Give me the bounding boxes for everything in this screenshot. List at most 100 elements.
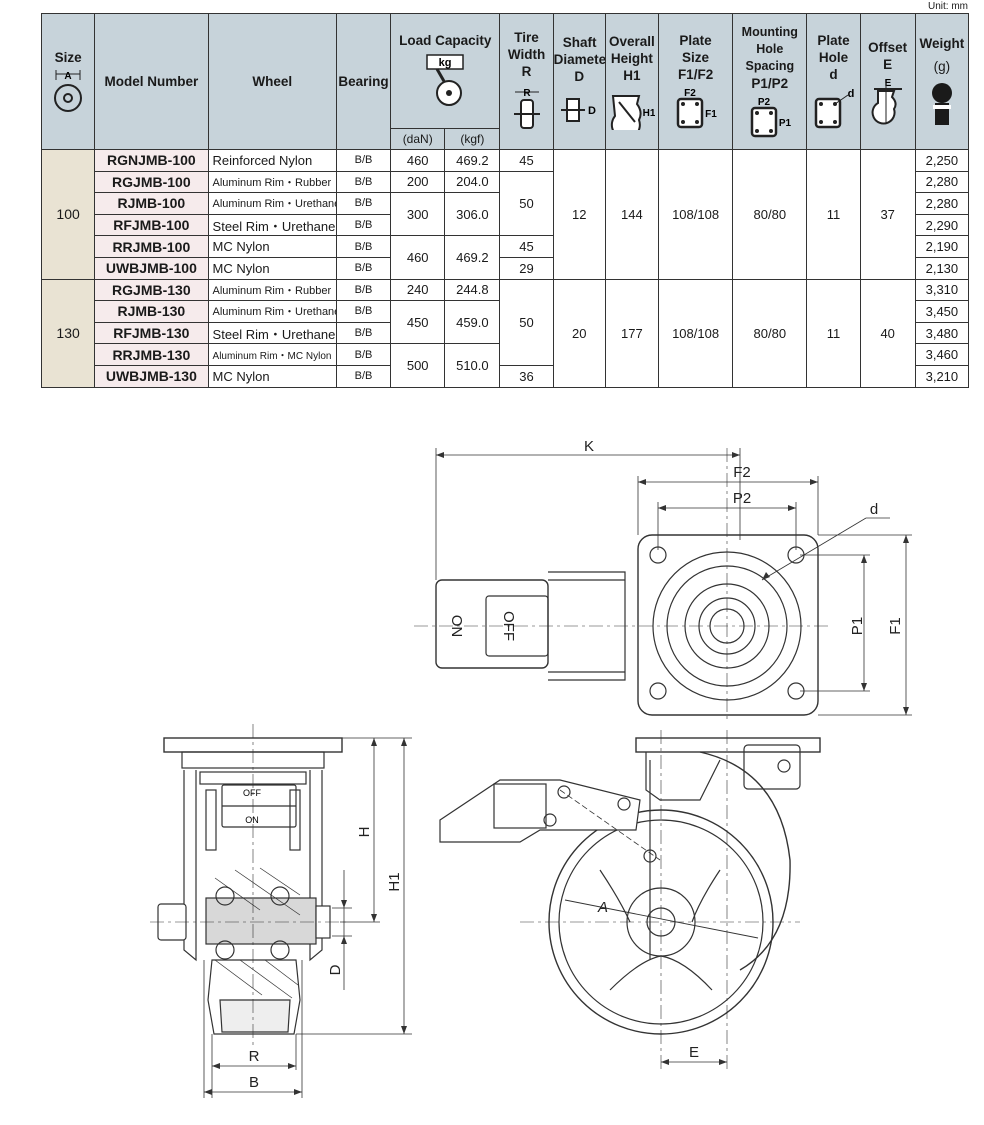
size-cell: 100 <box>40 149 96 280</box>
header-mount: Mounting Hole Spacing P1/P2 P2 P1 <box>732 13 808 150</box>
shaft-icon: D <box>561 98 596 122</box>
load-dan-cell: 460 <box>390 149 446 172</box>
svg-text:P2: P2 <box>758 97 771 108</box>
spec-table: Size A Model Number Wheel Bearing Load C… <box>40 13 970 388</box>
weight-cell: 3,450 <box>914 300 970 323</box>
dim-label-r: R <box>249 1048 260 1065</box>
tire-cell: 50 <box>499 170 554 237</box>
load-icon: kg <box>426 54 465 106</box>
svg-text:P1: P1 <box>779 118 792 129</box>
svg-text:E: E <box>884 78 891 89</box>
bearing-cell: B/B <box>335 343 392 366</box>
plate-icon: F2 F1 <box>676 88 717 129</box>
front-view <box>150 724 412 1098</box>
dim-label-a: A <box>597 899 608 916</box>
model-cell: RJMB-100 <box>94 192 209 215</box>
model-cell: RJMB-130 <box>94 300 209 323</box>
dim-label-h: H <box>356 827 373 838</box>
wheel-cell: Aluminum Rim・Rubber <box>207 170 337 194</box>
dim-label-f2: F2 <box>733 464 751 481</box>
model-cell: RRJMB-100 <box>94 235 209 258</box>
offset-cell: 37 <box>859 149 916 280</box>
header-bearing: Bearing <box>335 13 392 150</box>
load-dan-cell: 450 <box>390 300 446 345</box>
header-height: Overall Height H1 H1 <box>604 13 659 150</box>
load-icon-label: kg <box>439 57 452 69</box>
front-on-label: ON <box>245 815 259 825</box>
header-shaft: Shaft Diameter D D <box>552 13 606 150</box>
table-row: RRJMB-130 Aluminum Rim・MC Nylon B/B 500 … <box>42 343 970 388</box>
load-kgf-cell: 469.2 <box>444 235 501 280</box>
hole-icon: d <box>814 88 854 129</box>
load-dan-cell: 500 <box>390 343 446 388</box>
tire-cell: 45 <box>499 149 554 172</box>
load-dan-cell: 200 <box>390 170 446 194</box>
table-row: UWBJMB-100 MC Nylon B/B 29 2,130 <box>42 256 970 280</box>
svg-text:H1: H1 <box>642 108 654 119</box>
bearing-cell: B/B <box>335 256 392 280</box>
header-load-dan: (daN) <box>390 128 446 150</box>
shaft-cell: 12 <box>552 149 606 280</box>
plate-cell: 108/108 <box>657 149 734 280</box>
size-icon: A <box>54 70 83 112</box>
dim-label-d-hole: d <box>870 501 878 518</box>
header-load-kgf: (kgf) <box>444 128 501 150</box>
mount-cell: 80/80 <box>732 149 808 280</box>
bearing-cell: B/B <box>335 278 392 302</box>
wheel-cell: MC Nylon <box>207 256 337 280</box>
wheel-cell: Steel Rim・Urethane <box>207 213 337 237</box>
model-cell: UWBJMB-130 <box>94 364 209 388</box>
tire-cell: 50 <box>499 278 554 366</box>
header-plate: Plate Size F1/F2 F2 F1 <box>657 13 734 150</box>
header-size: Size A <box>40 13 96 150</box>
header-weight: Weight (g) <box>914 13 970 150</box>
wheel-cell: MC Nylon <box>207 364 337 388</box>
weight-cell: 3,210 <box>914 364 970 388</box>
dim-label-p1: P1 <box>849 617 866 635</box>
load-dan-cell: 240 <box>390 278 446 302</box>
svg-text:F2: F2 <box>684 88 696 99</box>
weight-cell: 2,280 <box>914 192 970 215</box>
tire-icon: R <box>513 88 540 129</box>
top-view <box>414 448 912 722</box>
wheel-cell: Aluminum Rim・MC Nylon <box>207 343 337 366</box>
height-cell: 177 <box>604 278 659 388</box>
dimension-arrows <box>204 452 909 1095</box>
unit-note: Unit: mm <box>928 1 968 12</box>
dim-label-f1: F1 <box>887 617 904 635</box>
front-off-label: OFF <box>243 788 261 798</box>
load-kgf-cell: 459.0 <box>444 300 501 345</box>
dim-label-h1: H1 <box>386 872 403 891</box>
model-cell: RGJMB-130 <box>94 278 209 302</box>
model-cell: UWBJMB-100 <box>94 256 209 280</box>
weight-cell: 3,460 <box>914 343 970 366</box>
weight-cell: 2,130 <box>914 256 970 280</box>
table-row: RFJMB-130 Steel Rim・Urethane B/B 3,480 <box>42 321 970 345</box>
header-tire: Tire Width R R <box>499 13 554 150</box>
mount-cell: 80/80 <box>732 278 808 388</box>
table-row: RRJMB-100 MC Nylon B/B 460 469.2 45 2,19… <box>42 235 970 280</box>
bearing-cell: B/B <box>335 364 392 388</box>
plate-cell: 108/108 <box>657 278 734 388</box>
model-cell: RGNJMB-100 <box>94 149 209 172</box>
bearing-cell: B/B <box>335 300 392 323</box>
weight-cell: 2,190 <box>914 235 970 258</box>
height-cell: 144 <box>604 149 659 280</box>
header-model: Model Number <box>94 13 209 150</box>
table-row: UWBJMB-130 MC Nylon B/B 36 3,210 <box>42 364 970 388</box>
bearing-cell: B/B <box>335 321 392 345</box>
wheel-cell: Steel Rim・Urethane <box>207 321 337 345</box>
model-cell: RFJMB-130 <box>94 321 209 345</box>
table-row: 100 RGNJMB-100 Reinforced Nylon B/B 460 … <box>40 149 970 280</box>
height-icon: H1 <box>610 95 655 130</box>
table-row: 130 RGJMB-130 Aluminum Rim・Rubber B/B 24… <box>40 278 970 388</box>
mount-icon: P2 P1 <box>750 97 792 137</box>
header-load: Load Capacity kg <box>390 13 501 129</box>
load-dan-cell: 300 <box>390 192 446 237</box>
wheel-cell: Aluminum Rim・Urethane <box>207 192 337 215</box>
hole-cell: 11 <box>806 278 861 388</box>
wheel-cell: Aluminum Rim・Rubber <box>207 278 337 302</box>
caster-drawing: K F2 P2 d P1 F1 ON OFF OFF ON H H1 D R B… <box>150 438 912 1098</box>
dim-label-k: K <box>584 438 594 455</box>
shaft-cell: 20 <box>552 278 606 388</box>
